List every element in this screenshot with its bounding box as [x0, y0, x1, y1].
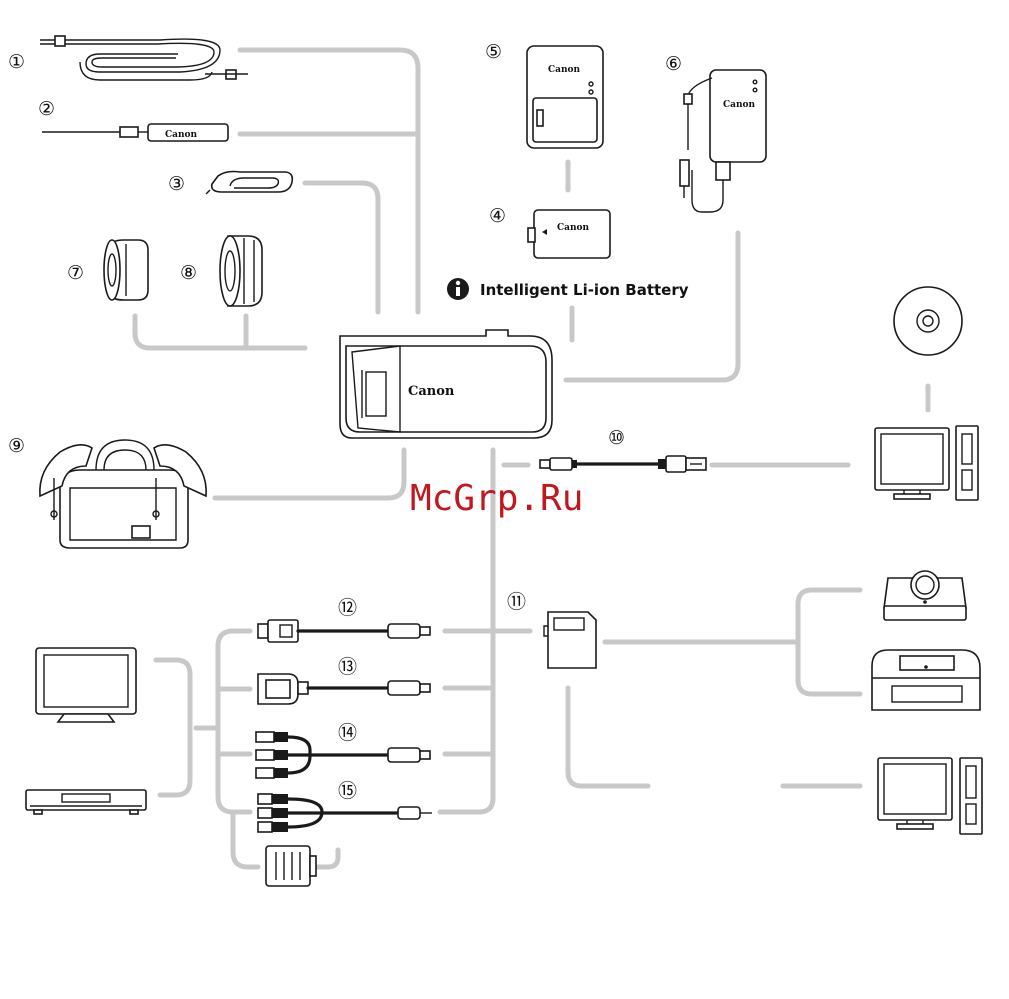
- item-number-1: ①: [8, 51, 25, 73]
- item-number-5: ⑤: [485, 41, 502, 63]
- tele-converter: [104, 240, 148, 300]
- item-number-10: ⑩: [608, 427, 625, 449]
- hdmi-cable: [258, 620, 430, 642]
- cd-rom-disc: [894, 287, 962, 355]
- shoulder-strap: [40, 36, 248, 80]
- item-number-13: ⑬: [338, 656, 357, 678]
- camcorder: Canon: [340, 330, 552, 438]
- carrying-case: [40, 440, 206, 548]
- wrist-strap: Canon: [42, 124, 228, 141]
- item-number-7: ⑦: [67, 262, 84, 284]
- photo-printer-compact: [884, 571, 966, 620]
- adapter-brand: Canon: [723, 100, 756, 110]
- wrist-strap-brand: Canon: [165, 130, 198, 140]
- intelligent-battery-note: Intelligent Li-ion Battery: [447, 278, 689, 300]
- battery-charger: Canon: [527, 46, 603, 148]
- inkjet-printer: [872, 650, 980, 710]
- item-number-3: ③: [168, 173, 185, 195]
- camcorder-brand: Canon: [408, 384, 455, 399]
- component-cable: [258, 674, 430, 704]
- watermark-text: McGrp.Ru: [410, 478, 583, 519]
- item-number-8: ⑧: [180, 262, 197, 284]
- computer-bottom: [878, 758, 982, 834]
- item-number-12: ⑫: [338, 597, 357, 619]
- video-recorder: [26, 790, 146, 814]
- charger-brand: Canon: [548, 65, 581, 75]
- battery-pack-brand: Canon: [557, 223, 590, 233]
- computer-top: [875, 426, 978, 500]
- item-number-9: ⑨: [8, 435, 25, 457]
- usb-cable: [540, 456, 706, 472]
- battery-pack: Canon: [528, 210, 610, 258]
- item-number-15: ⑮: [338, 780, 357, 802]
- scart-adapter: [266, 846, 316, 886]
- wide-attachment: [220, 236, 262, 306]
- memory-card: [544, 612, 596, 668]
- item-number-4: ④: [489, 205, 506, 227]
- battery-label: Intelligent Li-ion Battery: [480, 281, 689, 299]
- item-number-2: ②: [38, 98, 55, 120]
- grip-belt: [206, 172, 292, 195]
- power-adapter: Canon: [680, 70, 766, 212]
- item-number-14: ⑭: [338, 722, 357, 744]
- television: [36, 648, 136, 722]
- item-number-11: ⑪: [507, 591, 526, 613]
- item-number-6: ⑥: [665, 53, 682, 75]
